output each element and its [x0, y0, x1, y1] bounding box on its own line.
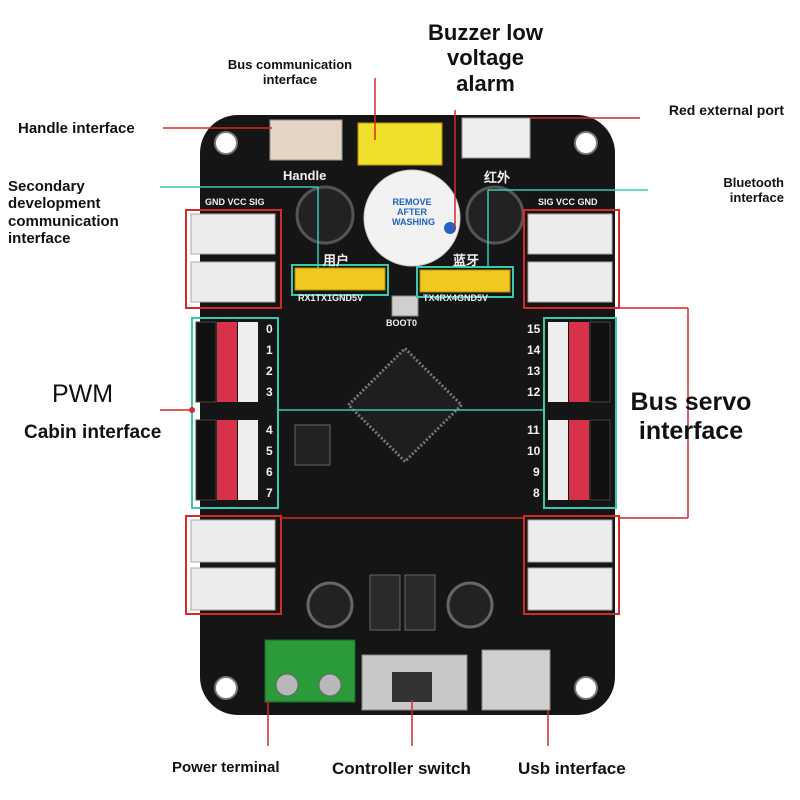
pwm-dot: [189, 407, 195, 413]
capacitor: [295, 185, 355, 245]
label-handle-interface: Handle interface: [18, 120, 135, 137]
handle-connector: [269, 119, 343, 161]
silk-handle: Handle: [283, 168, 327, 183]
small-ic: [294, 424, 331, 466]
capacitor: [465, 185, 525, 245]
mount-hole: [214, 676, 238, 700]
right-connector: [527, 519, 613, 563]
label-bus-servo: Bus servo interface: [630, 388, 752, 445]
channel-label: 9: [533, 465, 540, 479]
silk-red-ext: 红外: [484, 170, 511, 185]
buzzer-sticker: REMOVE AFTER WASHING: [392, 197, 436, 227]
right-connector: [527, 567, 613, 611]
channel-label: 1: [266, 343, 273, 357]
regulator: [404, 574, 436, 631]
boot-button: [391, 295, 419, 317]
silk-user: 用户: [323, 253, 350, 268]
channel-label: 14: [527, 343, 541, 357]
left-connector: [190, 519, 276, 563]
channel-label: 11: [527, 423, 540, 437]
silk-user-pins: RX1TX1GND5V: [298, 293, 364, 303]
channel-label: 8: [533, 486, 540, 500]
silk-bt-pins: TX4RX4GND5V: [423, 293, 489, 303]
channel-label: 4: [266, 423, 273, 437]
channel-label: 3: [266, 385, 273, 399]
label-bluetooth: Bluetooth interface: [723, 175, 784, 205]
label-cabin-interface: Cabin interface: [24, 422, 162, 443]
silk-bluetooth: 蓝牙: [453, 253, 480, 268]
silk-right-header: SIG VCC GND: [538, 197, 598, 207]
label-controller-switch: Controller switch: [332, 759, 471, 778]
channel-label: 10: [527, 444, 541, 458]
red-boxes: [185, 209, 620, 615]
label-usb-interface: Usb interface: [518, 759, 626, 778]
mount-hole: [214, 131, 238, 155]
label-red-external-port: Red external port: [668, 102, 784, 118]
buzzer-center: [444, 222, 456, 234]
label-pwm: PWM: [52, 380, 114, 408]
channel-label: 15: [527, 322, 541, 336]
label-bus-communication: Bus communication interface: [227, 57, 353, 87]
channel-label: 12: [527, 385, 541, 399]
usb-port: [481, 649, 551, 711]
red-ext-connector: [461, 117, 531, 159]
left-connector: [190, 213, 276, 255]
left-connector: [190, 567, 276, 611]
red-leaders: [160, 78, 689, 746]
regulator: [369, 574, 401, 631]
label-secondary-dev: Secondary development communication inte…: [8, 178, 119, 247]
channel-label: 13: [527, 364, 541, 378]
teal-leaders: [160, 186, 648, 411]
channel-label: 2: [266, 364, 273, 378]
channel-label: 6: [266, 465, 273, 479]
bluetooth-header: [419, 269, 511, 293]
channel-label: 0: [266, 322, 273, 336]
bus-comm-connector: [357, 122, 443, 166]
left-servo-headers: [195, 321, 258, 501]
channel-label: 7: [266, 486, 273, 500]
mcu-chip: [346, 346, 464, 464]
silk-left-header: GND VCC SIG: [205, 197, 265, 207]
slide-switch-knob: [392, 672, 432, 702]
label-buzzer: Buzzer low voltage alarm: [428, 20, 543, 96]
left-connector: [190, 261, 276, 303]
right-servo-headers: [548, 321, 611, 501]
capacitor: [446, 581, 494, 629]
channel-label: 5: [266, 444, 273, 458]
right-connector: [527, 213, 613, 255]
capacitor: [306, 581, 354, 629]
right-connector: [527, 261, 613, 303]
buzzer: [363, 169, 461, 267]
mount-hole: [574, 676, 598, 700]
user-header: [294, 267, 386, 291]
terminal-screw: [275, 673, 299, 697]
silk-boot: BOOT0: [386, 318, 418, 328]
mount-hole: [574, 131, 598, 155]
label-power-terminal: Power terminal: [172, 759, 280, 776]
terminal-screw: [318, 673, 342, 697]
